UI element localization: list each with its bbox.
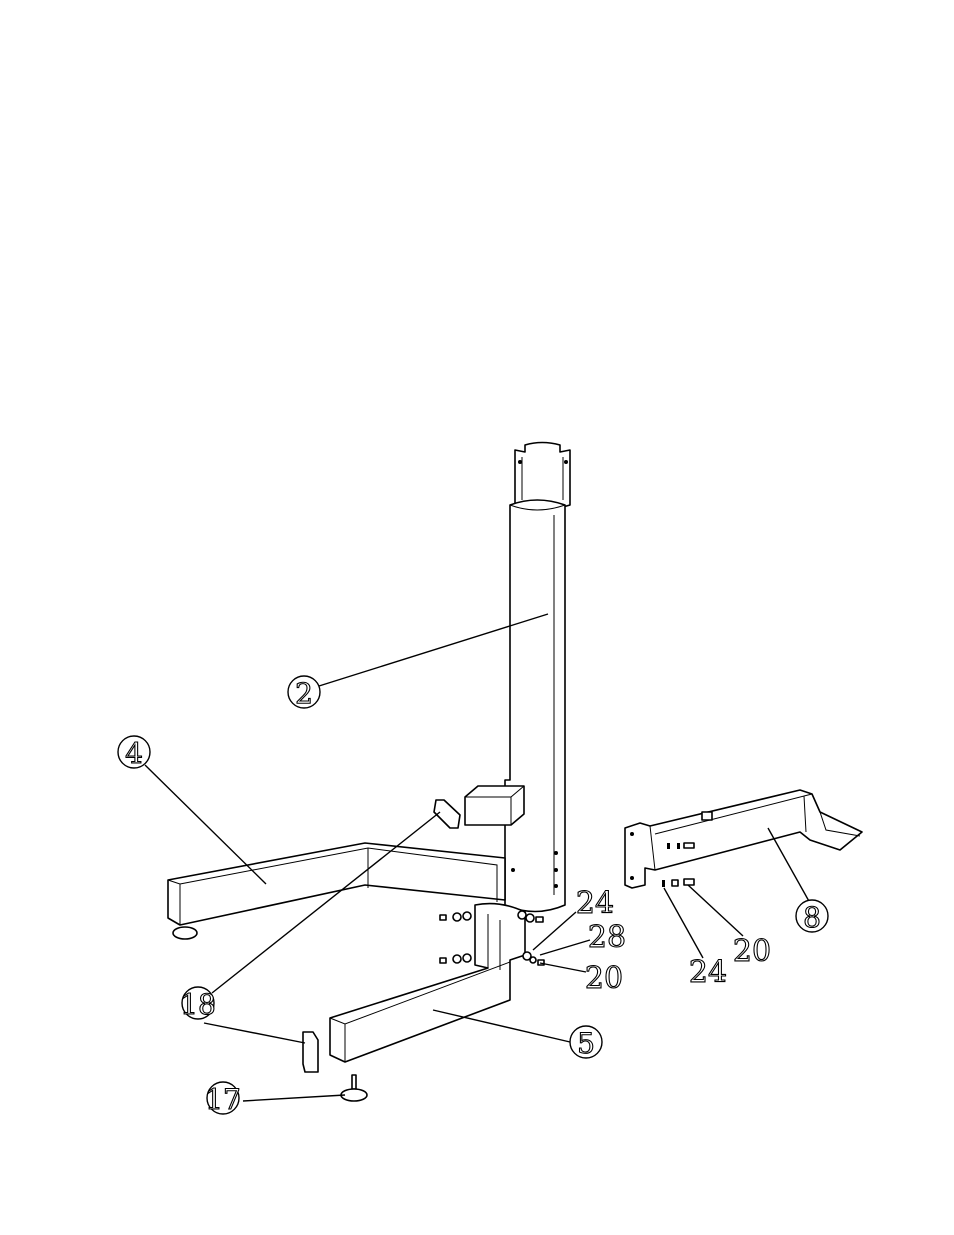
callout-2-label: 2	[295, 677, 313, 710]
callout-24-arm-label: 24	[689, 955, 727, 990]
front-base-leg-part	[330, 904, 525, 1062]
right-arm-part	[625, 790, 862, 888]
callout-20-arm-label: 20	[733, 934, 771, 969]
callout-28-label: 28	[588, 920, 626, 955]
upright-column-part	[465, 443, 570, 912]
callout-5: 5	[570, 1026, 602, 1060]
callout-8: 8	[796, 900, 828, 934]
callout-18-label: 18	[180, 988, 216, 1021]
callout-18: 18	[180, 987, 216, 1021]
callout-20-arm: 20	[733, 934, 771, 969]
callout-28: 28	[588, 920, 626, 955]
callout-4-label: 4	[125, 737, 143, 770]
callout-24-column: 24	[576, 886, 614, 921]
callout-2: 2	[288, 676, 320, 710]
callout-24-column-label: 24	[576, 886, 614, 921]
callout-8-label: 8	[803, 901, 821, 934]
callout-5-label: 5	[577, 1027, 595, 1060]
left-base-leg-part	[168, 843, 505, 939]
callout-20-column: 20	[585, 961, 623, 996]
callout-20-column-label: 20	[585, 961, 623, 996]
leveling-foot-part	[341, 1075, 367, 1101]
callout-17-label: 17	[205, 1083, 241, 1116]
callout-24-arm: 24	[689, 955, 727, 990]
callout-17: 17	[205, 1082, 241, 1116]
